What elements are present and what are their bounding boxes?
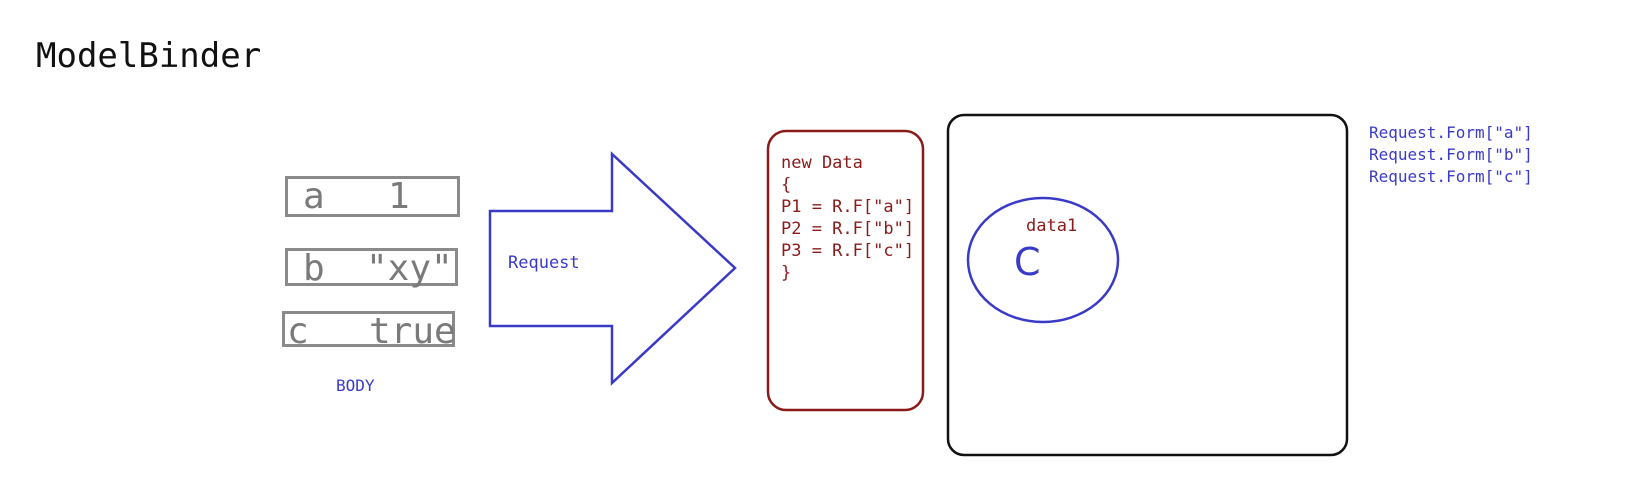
field-key: b [303, 248, 325, 289]
container-box [946, 113, 1349, 457]
field-key: a [303, 176, 325, 217]
request-label: Request [508, 253, 580, 273]
code-line: } [781, 263, 792, 283]
code-line: new Data [781, 153, 863, 173]
page-title: ModelBinder [36, 36, 262, 76]
field-value: 1 [388, 176, 410, 217]
object-name-label: data1 [1026, 216, 1078, 236]
request-form-line: Request.Form["c"] [1369, 167, 1533, 186]
code-line: { [781, 175, 792, 195]
class-label: C [1014, 240, 1041, 284]
code-line: P2 = R.F["b"] [781, 219, 915, 239]
field-value: true [369, 311, 456, 352]
object-ellipse [966, 196, 1120, 324]
request-form-line: Request.Form["a"] [1369, 123, 1533, 142]
body-field-c: c true [282, 311, 456, 352]
body-field-b: b "xy" [285, 248, 458, 289]
code-line: P3 = R.F["c"] [781, 241, 915, 261]
request-form-line: Request.Form["b"] [1369, 145, 1533, 164]
field-key: c [287, 311, 309, 352]
code-line: P1 = R.F["a"] [781, 197, 915, 217]
body-field-a: a 1 [285, 176, 460, 217]
field-value: "xy" [366, 248, 453, 289]
body-label: BODY [336, 376, 375, 395]
binder-code-box [766, 129, 925, 412]
request-arrow [488, 151, 737, 386]
